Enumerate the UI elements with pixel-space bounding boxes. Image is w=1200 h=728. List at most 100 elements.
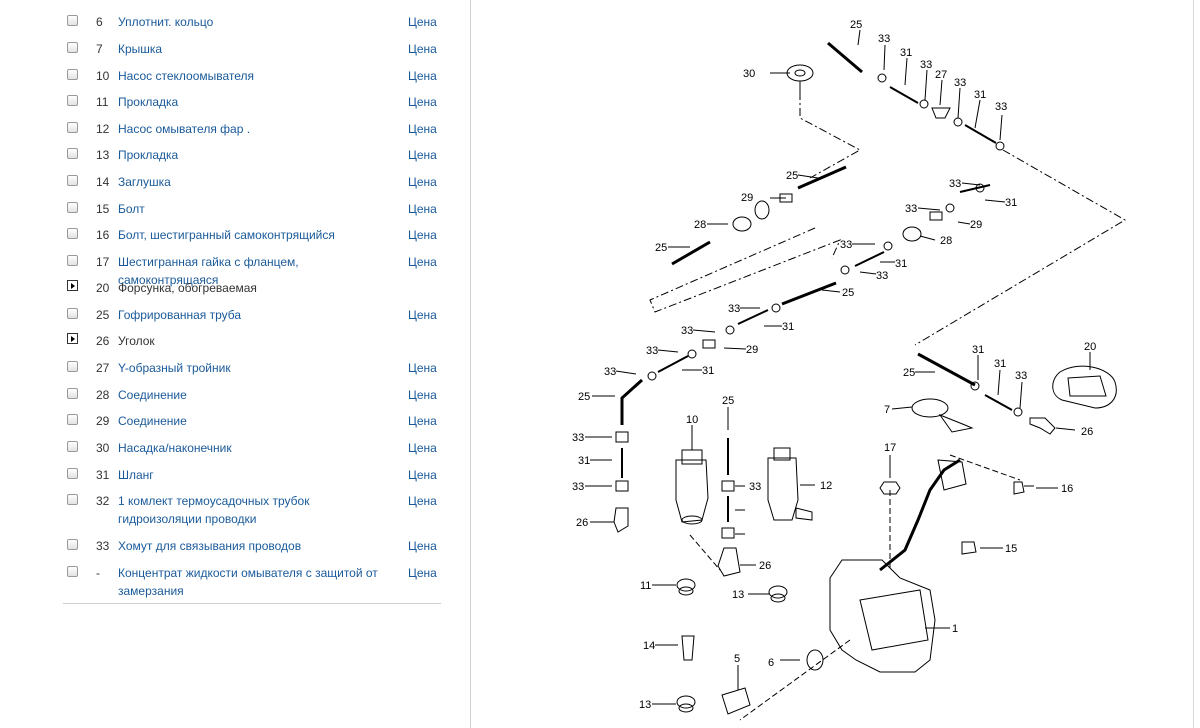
part-number: 26 bbox=[96, 334, 110, 348]
price-link[interactable]: Цена bbox=[408, 441, 437, 455]
price-link[interactable]: Цена bbox=[408, 388, 437, 402]
callout-label: 26 bbox=[759, 560, 771, 572]
price-link[interactable]: Цена bbox=[408, 228, 437, 242]
select-checkbox[interactable] bbox=[67, 361, 78, 372]
part-name-link[interactable]: Заглушка bbox=[118, 175, 171, 189]
part-name-link[interactable]: Болт, шестигранный самоконтрящийся bbox=[118, 228, 335, 242]
callout-label: 33 bbox=[949, 178, 961, 190]
part-number: 30 bbox=[96, 441, 110, 455]
part-name-link[interactable]: Соединение bbox=[118, 388, 187, 402]
part-name-link[interactable]: Насадка/наконечник bbox=[118, 441, 232, 455]
part-name-link[interactable]: Гофрированная труба bbox=[118, 308, 242, 322]
select-checkbox[interactable] bbox=[67, 414, 78, 425]
price-link[interactable]: Цена bbox=[408, 539, 437, 553]
select-checkbox[interactable] bbox=[67, 228, 78, 239]
callout-label: 10 bbox=[686, 414, 698, 426]
exploded-parts-diagram: 25 33 31 33 27 33 31 33 30 25 29 28 25 3… bbox=[572, 19, 1126, 721]
callout-label: 33 bbox=[840, 239, 852, 251]
window-edge bbox=[1193, 0, 1194, 728]
select-checkbox[interactable] bbox=[67, 539, 78, 550]
part-name-link[interactable]: Форсунка, обогреваемая bbox=[118, 281, 257, 295]
part-name-link[interactable]: Болт bbox=[118, 202, 145, 216]
select-checkbox[interactable] bbox=[67, 202, 78, 213]
part-name-link[interactable]: Уголок bbox=[118, 334, 155, 348]
part-name-link[interactable]: Шестигранная гайка с фланцем, самоконтря… bbox=[118, 255, 299, 287]
part-name-link[interactable]: Уплотнит. кольцо bbox=[118, 15, 214, 29]
part-number: 6 bbox=[96, 15, 103, 29]
price-link[interactable]: Цена bbox=[408, 122, 437, 136]
part-name-link[interactable]: Прокладка bbox=[118, 148, 179, 162]
callout-label: 7 bbox=[884, 404, 890, 416]
select-checkbox[interactable] bbox=[67, 494, 78, 505]
callout-label: 29 bbox=[741, 192, 753, 204]
price-link[interactable]: Цена bbox=[408, 175, 437, 189]
callout-label: 33 bbox=[905, 203, 917, 215]
part-name-link[interactable]: Шланг bbox=[118, 468, 154, 482]
row-control bbox=[67, 565, 80, 578]
callout-label: 26 bbox=[576, 517, 588, 529]
select-checkbox[interactable] bbox=[67, 95, 78, 106]
parts-table-row: 7 Крышка Цена bbox=[62, 36, 442, 63]
callout-label: 31 bbox=[782, 321, 794, 333]
select-checkbox[interactable] bbox=[67, 175, 78, 186]
callout-label: 25 bbox=[786, 170, 798, 182]
row-control bbox=[67, 254, 80, 267]
part-name-link[interactable]: Насос омывателя фар . bbox=[118, 122, 251, 136]
callout-label: 25 bbox=[655, 242, 667, 254]
callout-label: 31 bbox=[895, 258, 907, 270]
select-checkbox[interactable] bbox=[67, 468, 78, 479]
select-checkbox[interactable] bbox=[67, 15, 78, 26]
panel-divider bbox=[470, 0, 471, 728]
callout-label: 12 bbox=[820, 480, 832, 492]
select-checkbox[interactable] bbox=[67, 441, 78, 452]
expand-arrow-icon[interactable] bbox=[67, 333, 78, 344]
part-name-link[interactable]: Насос стеклоомывателя bbox=[118, 69, 255, 83]
part-name-link[interactable]: Концентрат жидкости омывателя с защитой … bbox=[118, 566, 378, 598]
price-link[interactable]: Цена bbox=[408, 414, 437, 428]
part-name-link[interactable]: Y-образный тройник bbox=[118, 361, 231, 375]
select-checkbox[interactable] bbox=[67, 308, 78, 319]
price-link[interactable]: Цена bbox=[408, 42, 437, 56]
price-link[interactable]: Цена bbox=[408, 95, 437, 109]
row-control bbox=[67, 493, 80, 506]
price-link[interactable]: Цена bbox=[408, 494, 437, 508]
part-name-link[interactable]: Крышка bbox=[118, 42, 163, 56]
row-control bbox=[67, 147, 80, 160]
select-checkbox[interactable] bbox=[67, 148, 78, 159]
price-link[interactable]: Цена bbox=[408, 69, 437, 83]
price-link[interactable]: Цена bbox=[408, 468, 437, 482]
callout-label: 25 bbox=[578, 391, 590, 403]
callout-label: 31 bbox=[900, 47, 912, 59]
parts-table-row: 30 Насадка/наконечник Цена bbox=[62, 435, 442, 462]
price-link[interactable]: Цена bbox=[408, 566, 437, 580]
select-checkbox[interactable] bbox=[67, 42, 78, 53]
select-checkbox[interactable] bbox=[67, 69, 78, 80]
part-number: 20 bbox=[96, 281, 110, 295]
select-checkbox[interactable] bbox=[67, 566, 78, 577]
price-link[interactable]: Цена bbox=[408, 15, 437, 29]
parts-table-row: 20 Форсунка, обогреваемая bbox=[62, 275, 442, 302]
callout-label: 15 bbox=[1005, 543, 1017, 555]
part-name-link[interactable]: 1 комлект термоусадочных трубок гидроизо… bbox=[118, 494, 310, 526]
part-number: 7 bbox=[96, 42, 103, 56]
callout-label: 29 bbox=[970, 219, 982, 231]
callout-label: 20 bbox=[1084, 341, 1096, 353]
callout-label: 29 bbox=[746, 344, 758, 356]
price-link[interactable]: Цена bbox=[408, 255, 437, 269]
expand-arrow-icon[interactable] bbox=[67, 280, 78, 291]
price-link[interactable]: Цена bbox=[408, 148, 437, 162]
price-link[interactable]: Цена bbox=[408, 361, 437, 375]
select-checkbox[interactable] bbox=[67, 388, 78, 399]
select-checkbox[interactable] bbox=[67, 255, 78, 266]
part-name-link[interactable]: Хомут для связывания проводов bbox=[118, 539, 302, 553]
price-link[interactable]: Цена bbox=[408, 202, 437, 216]
select-checkbox[interactable] bbox=[67, 122, 78, 133]
callout-label: 31 bbox=[994, 358, 1006, 370]
part-number: 10 bbox=[96, 69, 110, 83]
price-link[interactable]: Цена bbox=[408, 308, 437, 322]
part-name-link[interactable]: Соединение bbox=[118, 414, 187, 428]
part-name-link[interactable]: Прокладка bbox=[118, 95, 179, 109]
